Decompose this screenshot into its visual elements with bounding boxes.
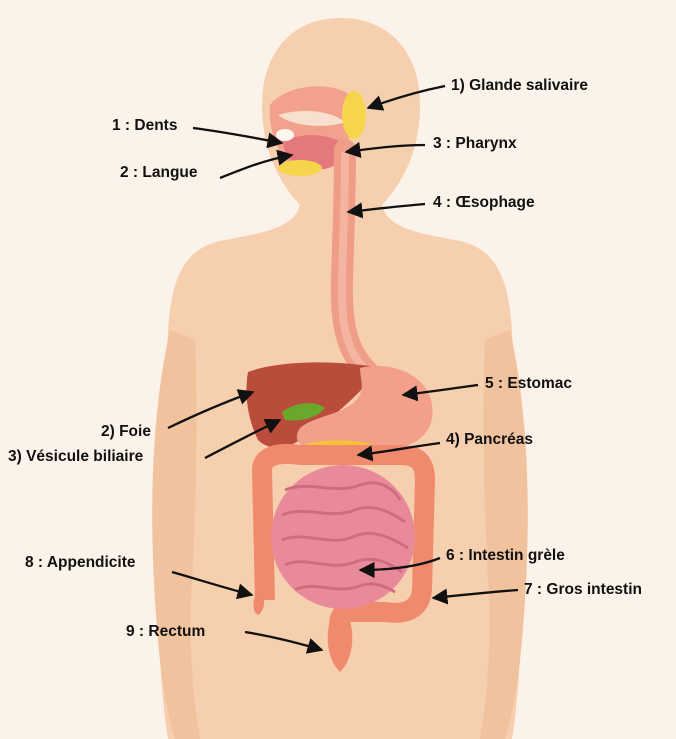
- salivary-gland: [342, 91, 366, 139]
- label-langue: 2 : Langue: [120, 164, 198, 182]
- label-dents: 1 : Dents: [112, 117, 177, 135]
- label-appendicite: 8 : Appendicite: [25, 554, 136, 572]
- lower-salivary-gland: [278, 160, 322, 176]
- label-estomac: 5 : Estomac: [485, 375, 572, 393]
- label-glande-salivaire: 1) Glande salivaire: [451, 77, 588, 95]
- label-pancreas: 4) Pancréas: [446, 431, 533, 449]
- label-pharynx: 3 : Pharynx: [433, 135, 517, 153]
- label-oesophage: 4 : Œsophage: [433, 194, 535, 212]
- label-gros-intestin: 7 : Gros intestin: [524, 581, 642, 599]
- label-foie: 2) Foie: [101, 423, 151, 441]
- label-vesicule: 3) Vésicule biliaire: [8, 448, 143, 466]
- label-rectum: 9 : Rectum: [126, 623, 205, 641]
- teeth: [276, 129, 294, 141]
- label-intestin-grele: 6 : Intestin grèle: [446, 547, 565, 565]
